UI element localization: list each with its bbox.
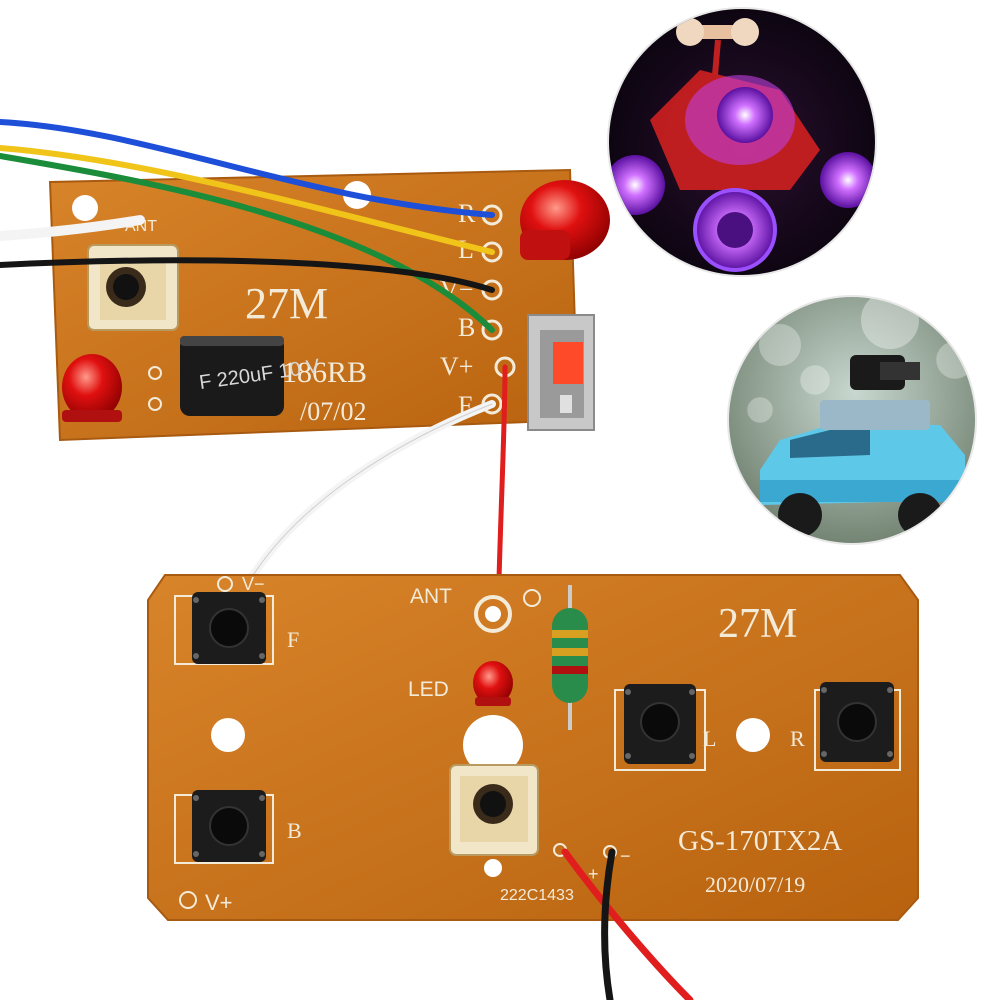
mounting-hole (736, 718, 770, 752)
receiver-frequency: 27M (245, 279, 328, 328)
tx-label-minus: − (620, 846, 631, 866)
white-wire-stub (0, 215, 145, 241)
receiver-date: /07/02 (300, 397, 366, 426)
forward-push-button[interactable] (174, 592, 274, 665)
tx-date: 2020/07/19 (705, 872, 805, 897)
transmitter-led (473, 661, 513, 706)
inductor (552, 585, 588, 730)
receiver-wires (0, 119, 508, 623)
power-black-wire (601, 848, 616, 1000)
bubble-car-photo (727, 295, 977, 545)
receiver-led-large (520, 180, 610, 260)
mounting-hole (463, 715, 523, 775)
tx-serial: 222C1433 (500, 887, 574, 904)
back-push-button[interactable] (174, 790, 274, 864)
yellow-wire (0, 145, 495, 255)
mounting-hole (211, 718, 245, 752)
tx-led-label: LED (408, 678, 449, 701)
tx-label-v-plus: V+ (205, 890, 233, 915)
pin-label-v-plus: V+ (440, 352, 473, 381)
receiver-tuning-coil (87, 244, 179, 331)
tx-label-plus: + (588, 864, 599, 884)
mounting-hole (72, 195, 98, 221)
transmitter-power-wires (561, 848, 694, 1000)
white-wire-edge (249, 403, 493, 581)
stunt-car-photo (607, 7, 877, 277)
tx-label-b: B (287, 818, 302, 843)
green-wire (0, 153, 495, 333)
antenna-pad (474, 595, 512, 633)
mounting-hole (484, 859, 502, 877)
black-wire (0, 257, 495, 293)
tx-label-r: R (790, 726, 805, 751)
blue-wire (0, 119, 495, 218)
transmitter-board: ANT 27M LED F B L R V− V+ GS-170TX2A 202… (147, 574, 919, 921)
tx-model: GS-170TX2A (678, 825, 842, 857)
receiver-led-small (62, 354, 122, 422)
pin-label-b: B (458, 313, 475, 342)
transmitter-tuning-coil (449, 764, 539, 856)
tx-label-f: F (287, 627, 299, 652)
power-slide-switch (527, 314, 595, 431)
receiver-model: 186RB (282, 356, 367, 389)
tx-frequency: 27M (718, 601, 797, 647)
power-red-wire (561, 848, 694, 1000)
tx-antenna-label: ANT (410, 585, 452, 608)
tx-label-v-minus: V− (242, 574, 265, 594)
left-push-button[interactable] (614, 684, 706, 771)
right-push-button[interactable] (814, 682, 901, 771)
tx-label-l: L (703, 726, 716, 751)
